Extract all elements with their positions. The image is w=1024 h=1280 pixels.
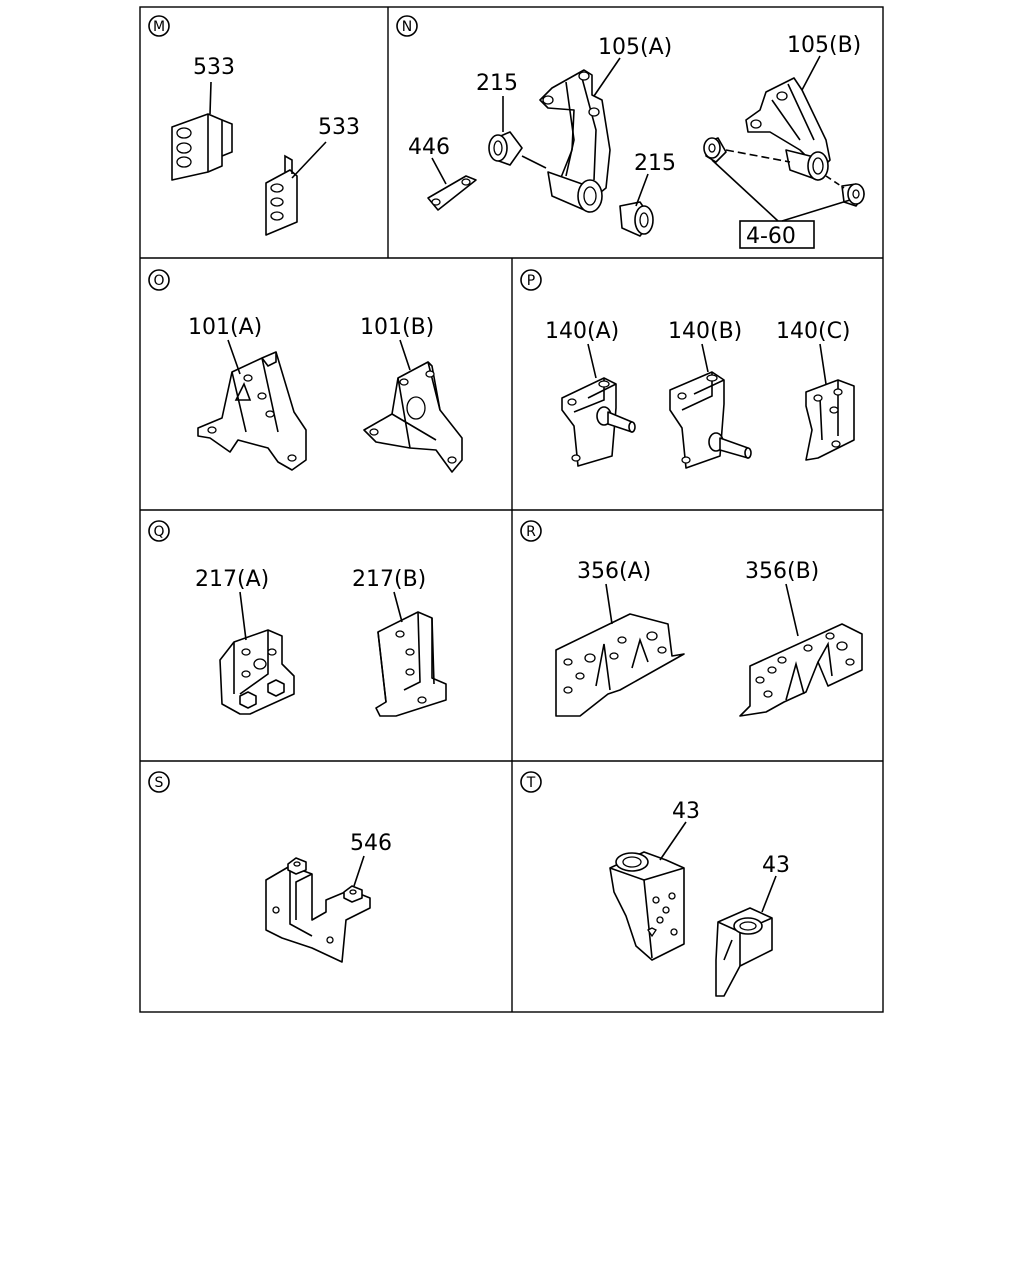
panel-t: 43 43 (609, 799, 790, 997)
label-101b: 101(B) (360, 315, 434, 340)
panel-p: 140(A) 140(B) 140(C) (545, 319, 855, 469)
panel-n-badge: N (396, 15, 418, 37)
svg-text:N: N (402, 19, 412, 35)
label-356a: 356(A) (577, 559, 651, 584)
panel-q-badge: Q (148, 520, 170, 542)
label-215-b: 215 (634, 151, 676, 176)
panel-n: 105(A) 215 446 215 (408, 33, 865, 249)
leader-533-b (291, 141, 327, 179)
leader-140a (587, 343, 597, 379)
part-217b (375, 611, 447, 717)
svg-text:T: T (526, 775, 536, 791)
part-215-b (619, 201, 654, 237)
part-140c (805, 379, 855, 461)
axis-215-a (521, 155, 547, 169)
part-101b (363, 361, 463, 473)
leader-43-a (659, 821, 687, 861)
part-533-b (265, 154, 298, 236)
label-217a: 217(A) (195, 567, 269, 592)
svg-text:S: S (155, 775, 164, 791)
label-43-a: 43 (672, 799, 700, 824)
label-533-b: 533 (318, 115, 360, 140)
leader-4-60-b (781, 199, 851, 222)
label-140c: 140(C) (776, 319, 851, 344)
leader-217b (393, 591, 403, 623)
label-140b: 140(B) (668, 319, 742, 344)
svg-text:R: R (526, 524, 536, 540)
part-140a (561, 377, 636, 467)
leader-101b (399, 339, 411, 371)
svg-text:Q: Q (153, 524, 164, 540)
label-546: 546 (350, 831, 392, 856)
part-43-a (609, 851, 685, 961)
leader-43-b (761, 875, 777, 913)
panel-o-badge: O (148, 269, 170, 291)
part-217a (219, 629, 295, 715)
label-140a: 140(A) (545, 319, 619, 344)
panel-p-badge: P (520, 269, 542, 291)
panel-s-badge: S (148, 771, 170, 793)
panel-t-badge: T (520, 771, 542, 793)
part-4-60-pins (703, 137, 865, 207)
label-105b: 105(B) (787, 33, 861, 58)
leader-533-a (209, 81, 212, 115)
leader-140c (819, 343, 827, 385)
leader-140b (701, 343, 709, 373)
label-446: 446 (408, 135, 450, 160)
leader-356a (605, 583, 613, 625)
svg-text:M: M (153, 19, 165, 35)
panel-r: 356(A) 356(B) (555, 559, 863, 717)
leader-4-60-a (711, 159, 779, 222)
label-4-60: 4-60 (746, 224, 796, 249)
part-356a (555, 613, 685, 717)
panel-o: 101(A) 101(B) (188, 315, 463, 473)
leader-215-b (635, 173, 649, 207)
leader-446 (431, 157, 447, 185)
label-105a: 105(A) (598, 35, 672, 60)
label-101a: 101(A) (188, 315, 262, 340)
part-356b (739, 623, 863, 717)
part-105b (745, 77, 831, 181)
leader-105a (593, 57, 621, 97)
part-101a (197, 351, 307, 471)
panel-s: 546 (265, 831, 392, 963)
leader-217a (239, 591, 247, 641)
part-546 (265, 857, 371, 963)
part-215-a (488, 131, 523, 166)
part-105a (539, 69, 611, 213)
label-533-a: 533 (193, 55, 235, 80)
panel-m-badge: M (148, 15, 170, 37)
panel-grid (139, 6, 884, 1013)
svg-text:O: O (153, 273, 164, 289)
part-446 (427, 175, 477, 211)
leader-546 (353, 855, 365, 887)
part-533-a (171, 113, 233, 181)
panel-m: 533 533 (171, 55, 360, 236)
panel-q: 217(A) 217(B) (195, 567, 447, 717)
leader-101a (227, 339, 241, 375)
part-140b (669, 371, 752, 469)
leader-356b (785, 583, 799, 637)
part-43-b (715, 907, 773, 997)
panel-r-badge: R (520, 520, 542, 542)
leader-105b (801, 55, 821, 91)
svg-text:P: P (527, 273, 535, 289)
label-215-a: 215 (476, 71, 518, 96)
label-217b: 217(B) (352, 567, 426, 592)
label-356b: 356(B) (745, 559, 819, 584)
label-43-b: 43 (762, 853, 790, 878)
